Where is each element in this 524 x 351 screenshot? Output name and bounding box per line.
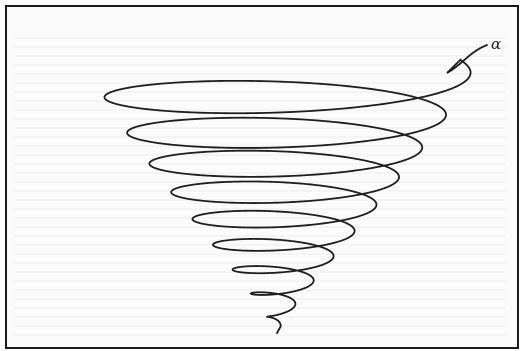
spiral-diagram: α <box>7 7 517 347</box>
figure-frame: α <box>5 5 519 349</box>
alpha-label: α <box>491 35 501 53</box>
spiral-curve <box>104 45 487 333</box>
